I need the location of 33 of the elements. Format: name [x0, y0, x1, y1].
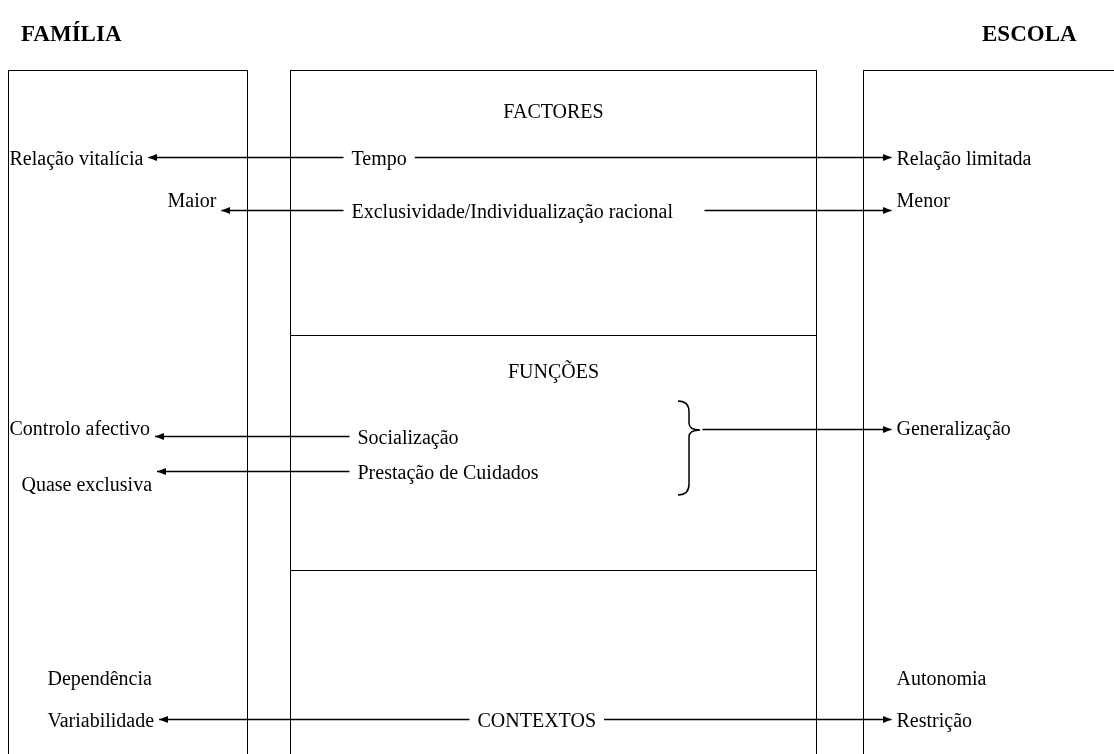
- item-label: Restrição: [896, 707, 973, 732]
- item-label: Autonomia: [896, 665, 987, 690]
- section-panel: [290, 335, 817, 571]
- arrow: [603, 715, 893, 724]
- arrow: [154, 432, 351, 441]
- item-label: CONTEXTOS: [477, 707, 597, 732]
- item-label: Maior: [167, 187, 217, 212]
- arrow: [703, 206, 893, 215]
- section-heading: FACTORES: [502, 99, 605, 124]
- item-label: Relação limitada: [896, 145, 1032, 170]
- item-label: Generalização: [896, 415, 1011, 440]
- arrow: [701, 425, 893, 434]
- section-heading: FUNÇÕES: [506, 359, 601, 384]
- arrow: [147, 153, 345, 162]
- column-heading: ESCOLA: [982, 21, 1077, 47]
- item-label: Variabilidade: [47, 707, 155, 732]
- arrow: [156, 467, 351, 476]
- arrow: [414, 153, 893, 162]
- item-label: Tempo: [351, 145, 407, 170]
- curly-brace: [676, 399, 701, 496]
- item-label: Socialização: [357, 424, 459, 449]
- arrow: [220, 206, 345, 215]
- item-label: Controlo afectivo: [9, 415, 151, 440]
- item-label: Prestação de Cuidados: [357, 459, 539, 484]
- item-label: Relação vitalícia: [9, 145, 144, 170]
- item-label: Quase exclusiva: [21, 471, 152, 496]
- arrow: [158, 715, 471, 724]
- item-label: Dependência: [47, 665, 152, 690]
- section-panel: [290, 570, 817, 754]
- item-label: Exclusividade/Individualização racional: [351, 187, 697, 234]
- column-heading: FAMÍLIA: [21, 21, 122, 47]
- section-panel: [290, 70, 817, 336]
- item-label: Menor: [896, 187, 950, 212]
